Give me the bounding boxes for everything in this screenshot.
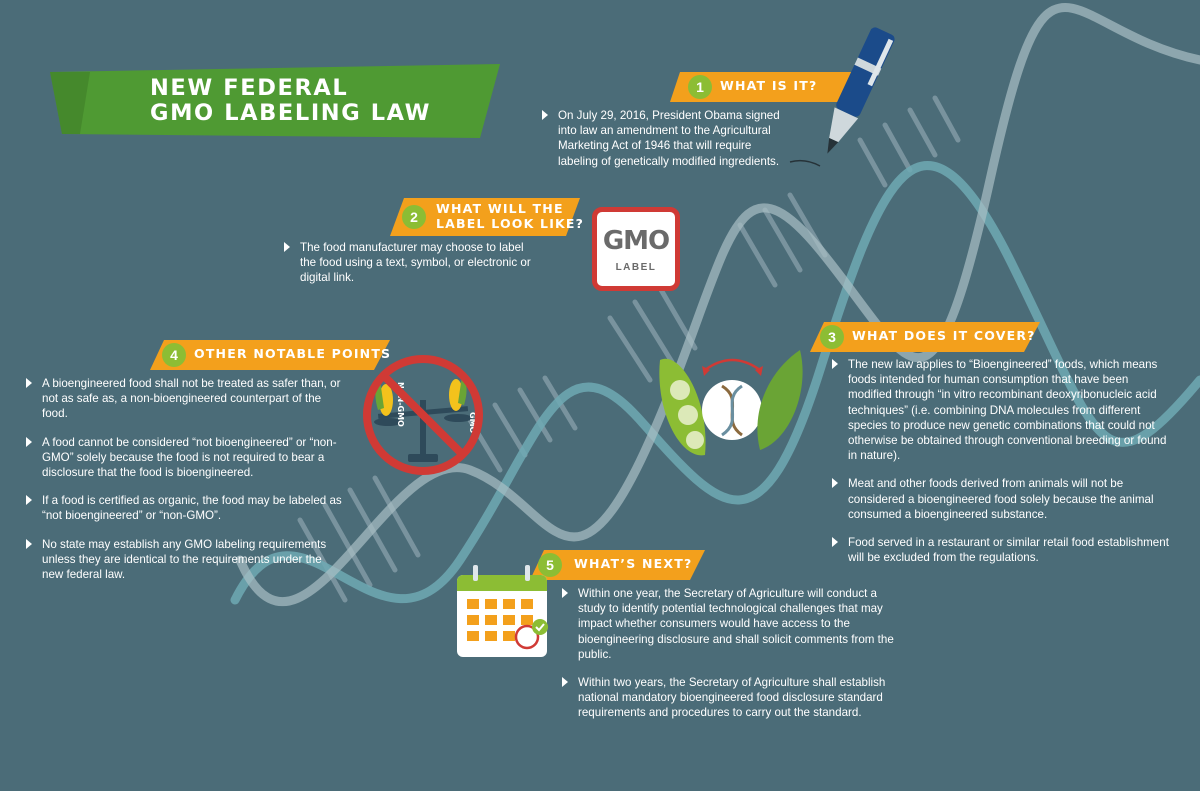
section-number: 4: [162, 343, 186, 367]
page-title-line1: NEW FEDERAL: [150, 75, 349, 101]
section-next-header: 5 WHAT’S NEXT?: [530, 548, 705, 582]
calendar-icon: [457, 565, 548, 657]
section-label-text: The food manufacturer may choose to labe…: [282, 240, 532, 299]
bioengineering-illustration: [659, 350, 803, 456]
no-gmo-scale-icon: NON-GMO GMO: [363, 355, 483, 475]
page-title-line2: GMO LABELING LAW: [150, 100, 432, 126]
badge-subtext: LABEL: [615, 262, 657, 273]
gmo-label-icon: GMO LABEL: [592, 207, 680, 291]
badge-text: GMO: [602, 226, 670, 256]
list-item: On July 29, 2016, President Obama signed…: [540, 108, 790, 169]
section-number: 3: [820, 325, 844, 349]
section-next-text: Within one year, the Secretary of Agricu…: [560, 586, 900, 734]
list-item: A bioengineered food shall not be treate…: [24, 376, 344, 422]
section-what-header: 1 WHAT IS IT?: [670, 70, 860, 104]
gmo-label: GMO: [468, 412, 477, 434]
section-heading-line2: LABEL LOOK LIKE?: [436, 216, 585, 231]
list-item: A food cannot be considered “not bioengi…: [24, 435, 344, 481]
section-heading: OTHER NOTABLE POINTS: [194, 346, 392, 361]
list-item: The food manufacturer may choose to labe…: [282, 240, 532, 286]
soybean-pod-icon: [659, 358, 706, 456]
section-number: 1: [688, 75, 712, 99]
section-number: 2: [402, 205, 426, 229]
list-item: No state may establish any GMO labeling …: [24, 537, 344, 583]
list-item: Within two years, the Secretary of Agric…: [560, 675, 900, 721]
section-label-header: 2 WHAT WILL THE LABEL LOOK LIKE?: [390, 196, 583, 238]
list-item: If a food is certified as organic, the f…: [24, 493, 344, 523]
section-other-text: A bioengineered food shall not be treate…: [24, 376, 344, 595]
title-banner: NEW FEDERAL GMO LABELING LAW: [50, 64, 500, 138]
section-what-text: On July 29, 2016, President Obama signed…: [540, 108, 790, 182]
leaf-icon: [757, 350, 803, 450]
list-item: Within one year, the Secretary of Agricu…: [560, 586, 900, 662]
section-other-header: 4 OTHER NOTABLE POINTS: [150, 338, 390, 372]
section-number: 5: [538, 553, 562, 577]
list-item: Meat and other foods derived from animal…: [830, 476, 1175, 522]
section-heading: WHAT DOES IT COVER?: [852, 328, 1036, 343]
section-heading-line1: WHAT WILL THE: [436, 201, 564, 216]
section-heading: WHAT IS IT?: [720, 78, 818, 93]
section-cover-text: The new law applies to “Bioengineered” f…: [830, 357, 1175, 578]
pen-icon: [789, 27, 895, 167]
section-heading: WHAT’S NEXT?: [574, 556, 693, 571]
list-item: Food served in a restaurant or similar r…: [830, 535, 1175, 565]
non-gmo-label: NON-GMO: [396, 382, 405, 427]
section-cover-header: 3 WHAT DOES IT COVER?: [810, 320, 1040, 354]
list-item: The new law applies to “Bioengineered” f…: [830, 357, 1175, 463]
checkmark-icon: [532, 619, 548, 635]
